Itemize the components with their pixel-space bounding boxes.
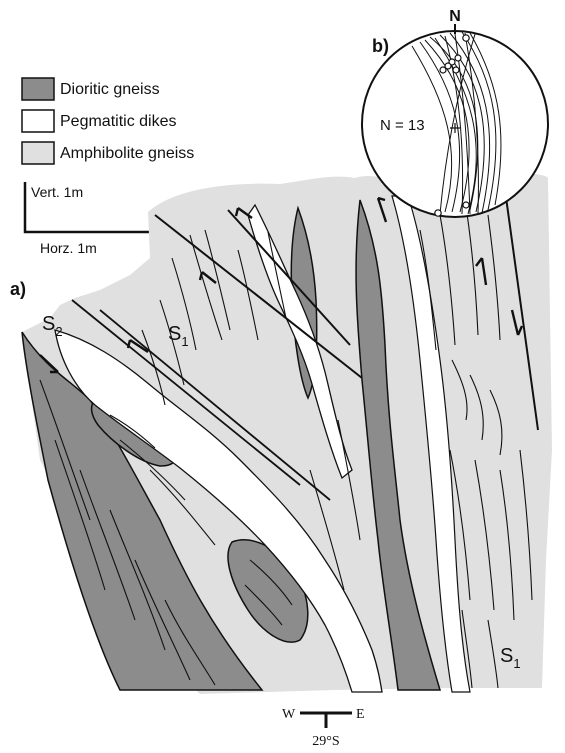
orientation-west-label: W [282, 707, 296, 722]
scale-vertical-label: Vert. 1m [31, 184, 83, 200]
orientation-attitude-label: 29°S [312, 734, 339, 749]
panel-label-a: a) [10, 279, 26, 299]
scale-bar: Vert. 1m Horz. 1m [25, 182, 150, 256]
legend-swatch-dioritic-gneiss [22, 78, 54, 100]
orientation-east-label: E [356, 707, 365, 722]
stereonet: N N = 13 [362, 8, 548, 217]
section-orientation: W E 29°S [282, 707, 365, 749]
stereonet-count-label: N = 13 [380, 117, 425, 134]
legend-label-pegmatitic-dikes: Pegmatitic dikes [60, 113, 177, 130]
legend: Dioritic gneiss Pegmatitic dikes Amphibo… [22, 78, 194, 164]
legend-swatch-pegmatitic-dikes [22, 110, 54, 132]
legend-label-amphibolite-gneiss: Amphibolite gneiss [60, 145, 194, 162]
panel-label-b: b) [372, 36, 389, 56]
outcrop-map [22, 173, 552, 694]
legend-label-dioritic-gneiss: Dioritic gneiss [60, 81, 160, 98]
scale-horizontal-label: Horz. 1m [40, 240, 97, 256]
stereonet-north-label: N [449, 8, 461, 25]
legend-swatch-amphibolite-gneiss [22, 142, 54, 164]
